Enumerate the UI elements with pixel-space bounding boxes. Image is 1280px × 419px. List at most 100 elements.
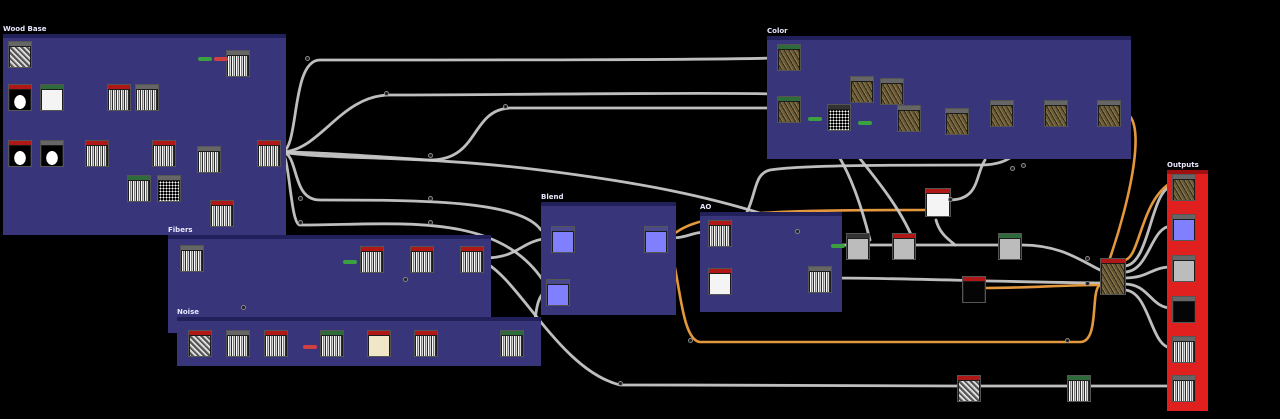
node-n22[interactable] bbox=[264, 330, 288, 357]
connection-wire[interactable] bbox=[984, 283, 1102, 290]
node-n50[interactable] bbox=[1067, 375, 1091, 402]
node-header[interactable] bbox=[926, 189, 950, 193]
node-header[interactable] bbox=[1173, 215, 1195, 219]
connection-wire[interactable] bbox=[1122, 282, 1174, 310]
node-n30[interactable] bbox=[708, 220, 732, 247]
node-header[interactable] bbox=[1068, 376, 1090, 380]
node-n10[interactable] bbox=[152, 140, 176, 167]
frame-fibers[interactable] bbox=[168, 235, 491, 333]
node-header[interactable] bbox=[227, 331, 249, 335]
node-header[interactable] bbox=[851, 77, 873, 81]
node-n49[interactable] bbox=[1100, 258, 1126, 295]
node-n55[interactable] bbox=[1172, 336, 1196, 363]
node-n7[interactable] bbox=[8, 140, 32, 167]
node-header[interactable] bbox=[991, 101, 1013, 105]
node-n41[interactable] bbox=[1044, 100, 1068, 127]
node-n42[interactable] bbox=[1097, 100, 1121, 127]
reroute-dot[interactable] bbox=[298, 220, 303, 225]
node-n23[interactable] bbox=[320, 330, 344, 357]
node-n47[interactable] bbox=[962, 276, 986, 303]
node-n21[interactable] bbox=[226, 330, 250, 357]
parameter-pill[interactable] bbox=[808, 117, 822, 121]
connection-wire[interactable] bbox=[279, 106, 779, 162]
node-header[interactable] bbox=[41, 141, 63, 145]
node-n6[interactable] bbox=[135, 84, 159, 111]
node-header[interactable] bbox=[158, 176, 180, 180]
node-n20[interactable] bbox=[188, 330, 212, 357]
node-header[interactable] bbox=[368, 331, 390, 335]
node-header[interactable] bbox=[227, 51, 249, 55]
connection-wire[interactable] bbox=[1122, 180, 1174, 262]
node-n44[interactable] bbox=[846, 233, 870, 260]
reroute-dot[interactable] bbox=[428, 220, 433, 225]
reroute-dot[interactable] bbox=[503, 104, 508, 109]
reroute-dot[interactable] bbox=[688, 338, 693, 343]
parameter-pill[interactable] bbox=[303, 345, 317, 349]
node-header[interactable] bbox=[1173, 337, 1195, 341]
node-n24[interactable] bbox=[367, 330, 391, 357]
node-n38[interactable] bbox=[897, 105, 921, 132]
node-n31[interactable] bbox=[708, 268, 732, 295]
node-header[interactable] bbox=[963, 277, 985, 281]
node-n13[interactable] bbox=[127, 175, 151, 202]
node-header[interactable] bbox=[778, 97, 800, 101]
node-header[interactable] bbox=[411, 247, 433, 251]
node-header[interactable] bbox=[1101, 259, 1125, 263]
connection-wire[interactable] bbox=[1122, 265, 1174, 280]
reroute-dot[interactable] bbox=[1010, 166, 1015, 171]
node-header[interactable] bbox=[108, 85, 130, 89]
connection-wire[interactable] bbox=[279, 56, 779, 154]
node-header[interactable] bbox=[128, 176, 150, 180]
frame-color[interactable] bbox=[767, 36, 1131, 159]
reroute-dot[interactable] bbox=[948, 197, 953, 202]
frame-outputs[interactable] bbox=[1167, 170, 1208, 411]
reroute-dot[interactable] bbox=[428, 153, 433, 158]
node-n45[interactable] bbox=[892, 233, 916, 260]
node-n29[interactable] bbox=[546, 279, 570, 306]
connection-wire[interactable] bbox=[1122, 184, 1174, 268]
node-header[interactable] bbox=[265, 331, 287, 335]
node-header[interactable] bbox=[321, 331, 343, 335]
node-n8[interactable] bbox=[40, 140, 64, 167]
connection-wire[interactable] bbox=[279, 150, 810, 232]
parameter-pill[interactable] bbox=[831, 244, 845, 248]
node-n46[interactable] bbox=[998, 233, 1022, 260]
node-n40[interactable] bbox=[990, 100, 1014, 127]
node-header[interactable] bbox=[258, 141, 280, 145]
connection-wire[interactable] bbox=[666, 240, 1102, 344]
node-n12[interactable] bbox=[257, 140, 281, 167]
node-header[interactable] bbox=[9, 42, 31, 46]
node-n14[interactable] bbox=[157, 175, 181, 202]
node-header[interactable] bbox=[9, 85, 31, 89]
node-header[interactable] bbox=[847, 234, 869, 238]
connection-wire[interactable] bbox=[934, 218, 957, 247]
parameter-pill[interactable] bbox=[343, 260, 357, 264]
reroute-dot[interactable] bbox=[1085, 256, 1090, 261]
node-header[interactable] bbox=[552, 227, 574, 231]
node-header[interactable] bbox=[415, 331, 437, 335]
node-n52[interactable] bbox=[1172, 214, 1196, 241]
reroute-dot[interactable] bbox=[1065, 338, 1070, 343]
node-header[interactable] bbox=[461, 247, 483, 251]
node-n19[interactable] bbox=[460, 246, 484, 273]
node-header[interactable] bbox=[501, 331, 523, 335]
node-n9[interactable] bbox=[85, 140, 109, 167]
node-header[interactable] bbox=[361, 247, 383, 251]
connection-wire[interactable] bbox=[279, 150, 548, 287]
parameter-pill[interactable] bbox=[858, 121, 872, 125]
node-header[interactable] bbox=[898, 106, 920, 110]
node-header[interactable] bbox=[1173, 297, 1195, 301]
node-header[interactable] bbox=[547, 280, 569, 284]
reroute-dot[interactable] bbox=[795, 229, 800, 234]
node-header[interactable] bbox=[946, 109, 968, 113]
reroute-dot[interactable] bbox=[1085, 281, 1090, 286]
node-header[interactable] bbox=[9, 141, 31, 145]
node-n54[interactable] bbox=[1172, 296, 1196, 323]
connection-wire[interactable] bbox=[947, 158, 987, 202]
node-n33[interactable] bbox=[777, 44, 801, 71]
connection-wire[interactable] bbox=[1020, 243, 1102, 272]
node-header[interactable] bbox=[999, 234, 1021, 238]
node-header[interactable] bbox=[958, 376, 980, 380]
connection-wire[interactable] bbox=[279, 91, 779, 154]
node-n2[interactable] bbox=[226, 50, 250, 77]
